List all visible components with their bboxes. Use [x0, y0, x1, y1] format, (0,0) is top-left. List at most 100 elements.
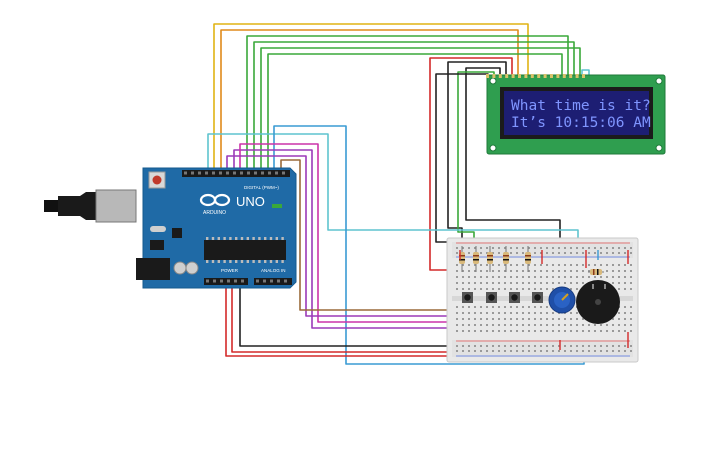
chip-leg [240, 237, 244, 240]
terminal-hole [630, 324, 632, 326]
terminal-hole [498, 324, 500, 326]
wire-red-lcd[interactable] [429, 57, 513, 271]
terminal-hole [582, 276, 584, 278]
terminal-hole [480, 270, 482, 272]
rail-hole [486, 345, 488, 347]
rail-hole [630, 252, 632, 254]
rail-hole [624, 252, 626, 254]
wire-magenta-1[interactable] [239, 143, 520, 323]
wire-black-lcd-3[interactable] [435, 73, 489, 243]
terminal-hole [504, 264, 506, 266]
rail-hole [462, 345, 464, 347]
rail-hole [546, 252, 548, 254]
wire-green-1[interactable] [246, 35, 569, 170]
rail-hole [570, 252, 572, 254]
rail-hole [618, 252, 620, 254]
terminal-hole [528, 318, 530, 320]
terminal-hole [630, 276, 632, 278]
wire-green-4[interactable] [267, 53, 563, 170]
lcd-screen [504, 91, 649, 135]
breadboard[interactable] [446, 237, 639, 363]
terminal-hole [504, 270, 506, 272]
potentiometer-icon[interactable] [548, 286, 576, 314]
chip-leg [229, 260, 232, 263]
terminal-hole [624, 330, 626, 332]
terminal-hole [504, 276, 506, 278]
resistor-4[interactable] [503, 246, 509, 272]
terminal-hole [486, 318, 488, 320]
digital-pin [261, 171, 264, 175]
terminal-hole [564, 270, 566, 272]
terminal-hole [528, 324, 530, 326]
button-3[interactable] [509, 292, 520, 303]
rail-hole [612, 252, 614, 254]
terminal-hole [630, 330, 632, 332]
rail-hole [624, 247, 626, 249]
resistor-5[interactable] [525, 246, 531, 272]
terminal-hole [456, 330, 458, 332]
rail-hole [540, 350, 542, 352]
terminal-hole [474, 318, 476, 320]
wire-green-2[interactable] [253, 41, 575, 170]
wire-green-3[interactable] [260, 47, 581, 170]
wire-black-lcd-2[interactable] [465, 67, 561, 246]
terminal-hole [498, 312, 500, 314]
terminal-hole [528, 312, 530, 314]
rail-hole [606, 252, 608, 254]
terminal-hole [618, 330, 620, 332]
terminal-hole [576, 282, 578, 284]
terminal-hole [456, 306, 458, 308]
wire-orange[interactable] [220, 29, 519, 170]
power-header [204, 278, 248, 285]
terminal-hole [522, 282, 524, 284]
arduino-uno[interactable]: UNO ARDUINO DIGITAL (PWM~) POWER ANALOG … [44, 167, 297, 289]
terminal-hole [618, 264, 620, 266]
wire-teal[interactable] [207, 133, 579, 246]
wire-teal-lcd[interactable] [581, 69, 590, 76]
terminal-hole [606, 276, 608, 278]
button-4[interactable] [532, 292, 543, 303]
terminal-hole [552, 318, 554, 320]
piezo-buzzer-icon[interactable] [576, 280, 620, 324]
button-2[interactable] [486, 292, 497, 303]
rail-hole [564, 252, 566, 254]
terminal-hole [552, 324, 554, 326]
wire-yellow[interactable] [213, 23, 529, 170]
terminal-hole [468, 324, 470, 326]
rail-hole [594, 345, 596, 347]
terminal-hole [528, 282, 530, 284]
resistor-6[interactable] [588, 269, 604, 275]
terminal-hole [456, 312, 458, 314]
terminal-hole [522, 306, 524, 308]
wire-red-power-2[interactable] [225, 284, 448, 357]
terminal-hole [606, 324, 608, 326]
wire-purple-2[interactable] [226, 155, 498, 317]
resistor-3[interactable] [487, 246, 493, 272]
digital-pin [212, 171, 215, 175]
rail-hole [546, 350, 548, 352]
terminal-hole [534, 330, 536, 332]
rail-hole [618, 350, 620, 352]
terminal-hole [486, 306, 488, 308]
lcd-module[interactable]: What time is it? It’s 10:15:06 AM [486, 74, 666, 155]
wire-brown[interactable] [280, 159, 470, 311]
terminal-hole [516, 288, 518, 290]
rail-hole [528, 247, 530, 249]
rail-hole [594, 252, 596, 254]
button-1[interactable] [462, 292, 473, 303]
terminal-hole [552, 270, 554, 272]
digital-pin [282, 171, 285, 175]
terminal-hole [504, 282, 506, 284]
terminal-hole [510, 306, 512, 308]
resistor-2[interactable] [473, 246, 479, 272]
digital-pin [247, 171, 250, 175]
terminal-hole [474, 306, 476, 308]
capacitor-1 [173, 261, 187, 275]
terminal-hole [516, 270, 518, 272]
terminal-hole [612, 324, 614, 326]
wire-green-lcd[interactable] [457, 71, 495, 246]
terminal-hole [546, 282, 548, 284]
usb-cable-tip [44, 200, 60, 212]
wire-black-lcd-1[interactable] [447, 61, 507, 246]
